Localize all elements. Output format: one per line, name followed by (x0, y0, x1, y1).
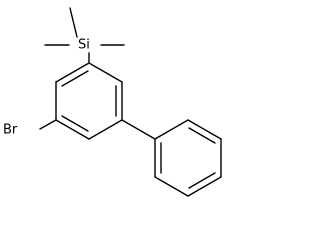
central-ring-double-bond-a (61, 70, 89, 87)
phenyl-ring-bond-4 (187, 176, 222, 197)
canvas-background (0, 0, 225, 226)
si-methyl-top-bond (69, 7, 78, 38)
central-ring-bond-3 (88, 119, 123, 140)
phenyl-ring-bond-1 (154, 119, 189, 140)
biaryl-bond (121, 119, 156, 140)
central-ring-bond-6 (55, 62, 90, 83)
trimethylsilyl-bonds (44, 7, 125, 64)
central-ring-double-bond-c (61, 115, 89, 132)
phenyl-ring-bond-5 (154, 176, 189, 197)
silicon-atom-label: Si (78, 38, 90, 53)
phenyl-ring (154, 119, 222, 197)
phenyl-ring-double-bond-a (188, 127, 216, 144)
substituent-bonds (39, 119, 156, 140)
central-ring-bond-1 (88, 62, 123, 83)
phenyl-ring-double-bond-b (188, 172, 216, 189)
central-benzene-ring (55, 62, 123, 140)
chemical-structure: Si Br (0, 0, 225, 226)
bromine-atom-label: Br (3, 123, 18, 138)
central-ring-bond-4 (55, 119, 90, 140)
br-ring-bond (39, 119, 57, 130)
phenyl-ring-bond-2 (187, 119, 222, 140)
